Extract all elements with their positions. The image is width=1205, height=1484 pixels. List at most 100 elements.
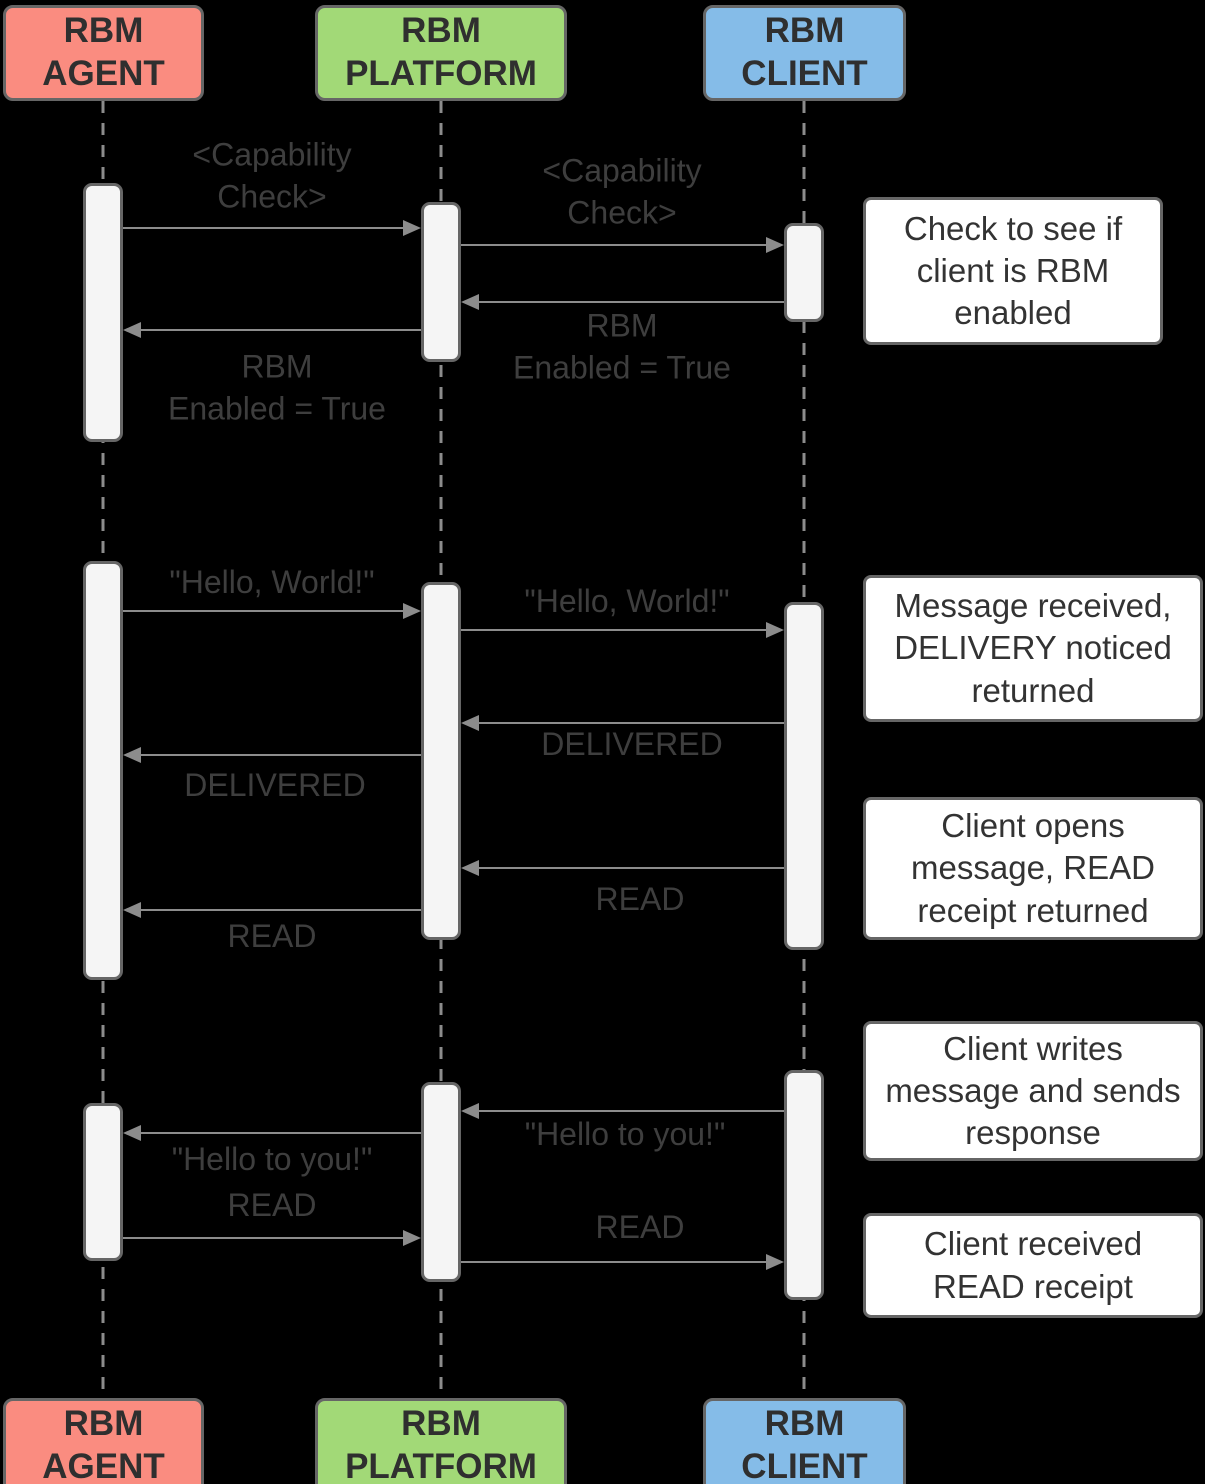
message-arrow-line-3	[139, 329, 421, 331]
message-label-line: RBM	[241, 348, 313, 385]
activation-bar-platform-3	[421, 202, 461, 362]
actor-label: RBM	[764, 11, 845, 51]
arrowhead-left-icon	[461, 860, 479, 876]
message-label-line: Check>	[217, 178, 327, 214]
arrowhead-left-icon	[461, 294, 479, 310]
arrowhead-right-icon	[766, 622, 784, 638]
note-line: Client opens	[941, 807, 1125, 845]
activation-bar-agent-1	[83, 561, 123, 980]
activation-bar-client-7	[784, 602, 824, 950]
actor-label: RBM	[63, 1404, 144, 1444]
note-line: Message received,	[894, 587, 1172, 625]
message-label-line: <Capability	[192, 136, 352, 173]
message-label-10: "Hello to you!"	[525, 1114, 726, 1156]
note-line: Client received	[923, 1225, 1143, 1263]
message-arrow-line-4	[123, 610, 405, 612]
actor-label: AGENT	[42, 54, 165, 93]
note-line: message, READ	[911, 849, 1155, 887]
note-line: response	[965, 1114, 1101, 1152]
arrowhead-right-icon	[766, 1254, 784, 1270]
actor-label: CLIENT	[741, 1447, 868, 1484]
message-label-11: "Hello to you!"	[172, 1139, 373, 1181]
arrowhead-right-icon	[403, 1230, 421, 1246]
message-arrow-line-11	[139, 1132, 421, 1134]
message-arrow-line-9	[139, 909, 421, 911]
message-label-9: READ	[228, 916, 317, 958]
actor-label: PLATFORM	[345, 54, 537, 93]
message-label-3: RBM Enabled = True	[168, 346, 386, 429]
message-arrow-line-13	[461, 1261, 768, 1263]
arrowhead-left-icon	[123, 902, 141, 918]
actor-label: RBM	[401, 11, 481, 51]
arrowhead-left-icon	[461, 715, 479, 731]
arrowhead-left-icon	[123, 322, 141, 338]
message-label-line: "Hello to you!"	[524, 1116, 726, 1153]
actor-label: RBM	[764, 1404, 845, 1444]
activation-bar-platform-5	[421, 1082, 461, 1282]
note-line: Client writes	[943, 1029, 1123, 1067]
activation-bar-agent-0	[83, 183, 123, 442]
note-line: message and sends	[885, 1071, 1181, 1109]
message-label-line: READ	[227, 1187, 317, 1224]
actor-label: CLIENT	[741, 54, 868, 93]
message-label-8: READ	[596, 879, 685, 921]
message-label-line: DELIVERED	[541, 726, 723, 763]
message-label-line: Enabled = True	[513, 349, 731, 385]
arrowhead-right-icon	[766, 237, 784, 253]
arrowhead-left-icon	[123, 1125, 141, 1141]
message-label-line: "Hello, World!"	[169, 564, 375, 601]
message-label-7: DELIVERED	[184, 765, 365, 807]
message-label-line: Enabled = True	[168, 390, 386, 426]
actor-label: RBM	[63, 11, 144, 51]
message-label-5: "Hello, World!"	[524, 581, 729, 623]
message-arrow-line-7	[139, 754, 421, 756]
message-label-line: READ	[595, 881, 685, 918]
note-line: Check to see if	[903, 209, 1123, 247]
message-label-line: RBM	[586, 307, 658, 344]
arrowhead-left-icon	[461, 1103, 479, 1119]
activation-bar-client-6	[784, 223, 824, 322]
message-arrow-line-6	[477, 722, 784, 724]
message-label-line: READ	[227, 918, 317, 955]
message-label-6: DELIVERED	[541, 724, 722, 766]
message-label-line: Check>	[567, 194, 677, 230]
activation-bar-agent-2	[83, 1103, 123, 1261]
note-line: client is RBM	[916, 251, 1110, 289]
note-box-0: Check to see if client is RBM enabled	[863, 197, 1163, 345]
message-label-line: <Capability	[542, 152, 702, 189]
message-label-2: RBM Enabled = True	[513, 305, 731, 388]
arrowhead-right-icon	[403, 603, 421, 619]
message-arrow-line-10	[477, 1110, 784, 1112]
message-arrow-line-0	[123, 227, 405, 229]
actor-label: AGENT	[42, 1447, 165, 1484]
message-label-line: "Hello to you!"	[171, 1141, 373, 1178]
note-line: enabled	[954, 294, 1072, 332]
actor-label: PLATFORM	[345, 1447, 537, 1484]
message-arrow-line-8	[477, 867, 784, 869]
message-label-line: "Hello, World!"	[524, 583, 730, 620]
note-line: DELIVERY noticed	[894, 629, 1172, 667]
message-label-13: READ	[596, 1207, 685, 1249]
message-arrow-line-2	[477, 301, 784, 303]
message-arrow-line-12	[123, 1237, 405, 1239]
activation-bar-client-8	[784, 1070, 824, 1300]
message-arrow-line-1	[461, 244, 768, 246]
message-label-12: READ	[228, 1185, 317, 1227]
actor-label: RBM	[401, 1404, 481, 1444]
message-label-line: DELIVERED	[184, 767, 366, 804]
arrowhead-left-icon	[123, 747, 141, 763]
message-label-4: "Hello, World!"	[169, 562, 374, 604]
message-arrow-line-5	[461, 629, 768, 631]
